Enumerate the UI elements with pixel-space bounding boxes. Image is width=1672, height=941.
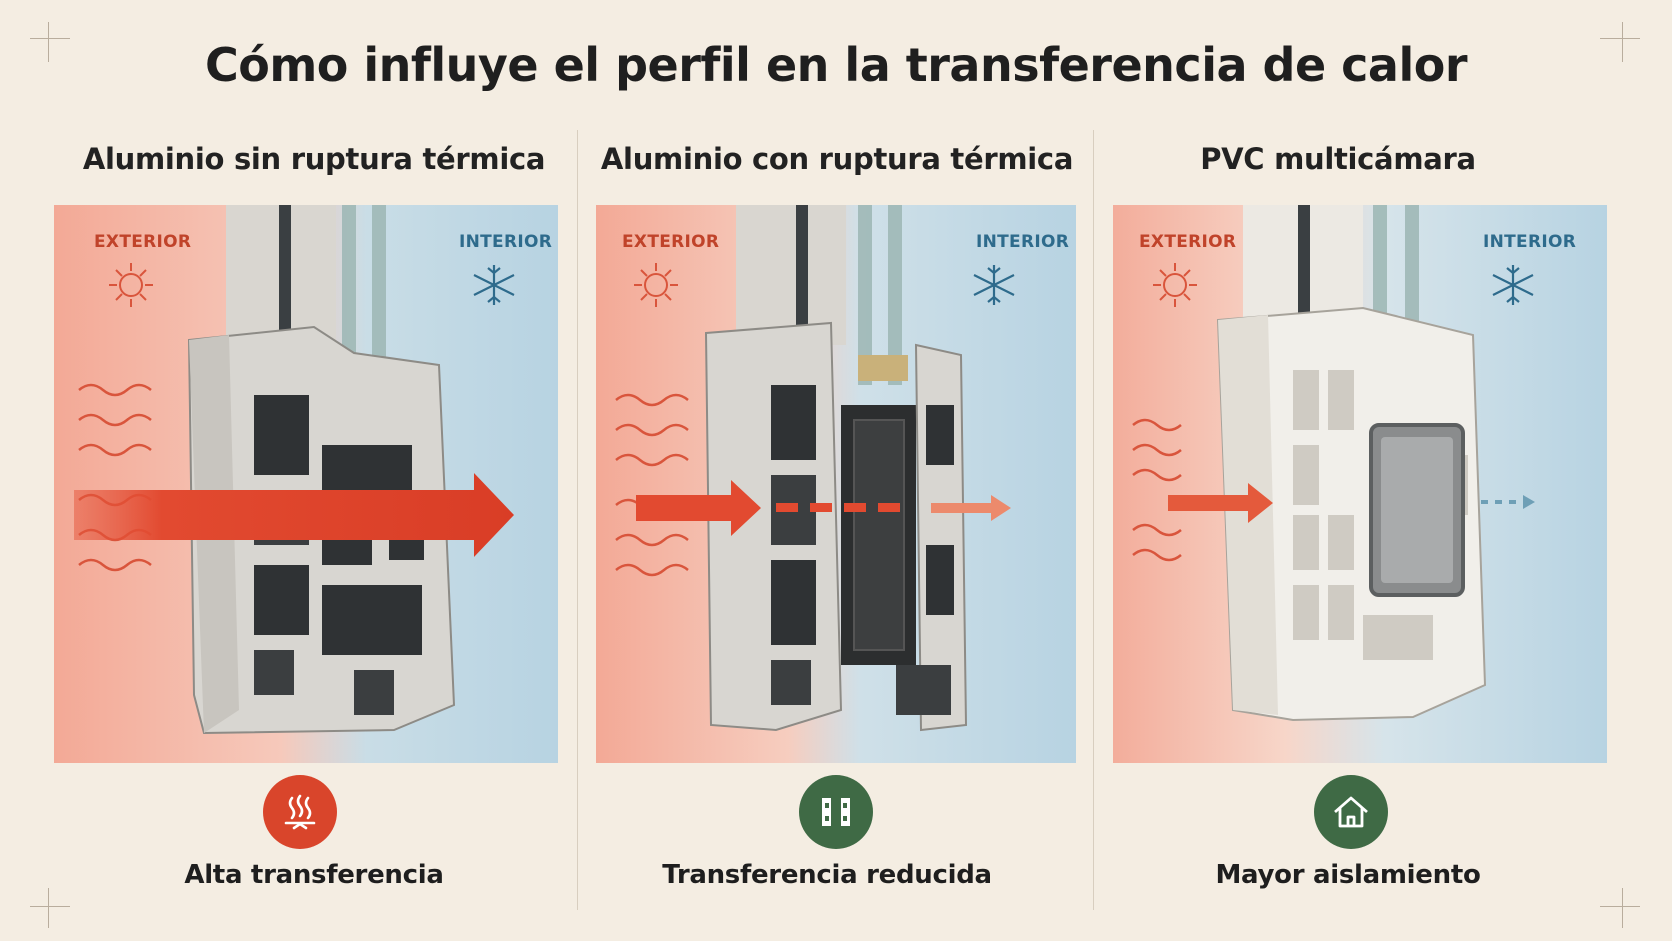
sun-icon <box>1153 263 1197 307</box>
panel-divider <box>577 130 578 910</box>
thermal-break-icon <box>822 798 850 826</box>
crop-mark <box>48 22 49 62</box>
interior-label: INTERIOR <box>976 232 1070 252</box>
profile-illustration <box>54 205 558 763</box>
house-badge <box>1314 775 1388 849</box>
exterior-label: EXTERIOR <box>94 232 192 252</box>
snowflake-icon <box>973 265 1015 305</box>
snowflake-icon <box>473 265 515 305</box>
panel-aluminio-con-ruptura: Aluminio con ruptura térmica <box>577 130 1097 910</box>
crop-mark <box>1600 906 1640 907</box>
heat-transfer-badge <box>263 775 337 849</box>
panel-caption: Transferencia reducida <box>662 860 992 890</box>
panel-heading: Aluminio sin ruptura térmica <box>82 142 546 176</box>
crop-mark <box>1622 888 1623 928</box>
profile-scene: EXTERIOR INTERIOR <box>54 205 558 763</box>
interior-label: INTERIOR <box>459 232 553 252</box>
panel-heading: PVC multicámara <box>1200 142 1476 176</box>
heat-transfer-icon <box>284 794 316 830</box>
panel-pvc-multicamara: PVC multicámara <box>1093 130 1623 910</box>
page-title: Cómo influye el perfil en la transferenc… <box>204 38 1468 92</box>
profile-scene: EXTERIOR INTERIOR <box>596 205 1076 763</box>
panel-caption: Mayor aislamiento <box>1215 860 1481 890</box>
exterior-label: EXTERIOR <box>1139 232 1237 252</box>
panel-aluminio-sin-ruptura: Aluminio sin ruptura térmica <box>54 130 574 910</box>
crop-mark <box>30 906 70 907</box>
exterior-label: EXTERIOR <box>622 232 720 252</box>
crop-mark <box>1622 22 1623 62</box>
panel-divider <box>1093 130 1094 910</box>
sun-icon <box>634 263 678 307</box>
sun-icon <box>109 263 153 307</box>
house-icon <box>1334 796 1368 828</box>
profile-illustration <box>1113 205 1607 763</box>
interior-label: INTERIOR <box>1483 232 1577 252</box>
crop-mark <box>1600 38 1640 39</box>
profile-illustration <box>596 205 1076 763</box>
crop-mark <box>30 38 70 39</box>
panel-heading: Aluminio con ruptura térmica <box>600 142 1074 176</box>
panel-caption: Alta transferencia <box>184 860 444 890</box>
profile-scene: EXTERIOR INTERIOR <box>1113 205 1607 763</box>
crop-mark <box>48 888 49 928</box>
snowflake-icon <box>1492 265 1534 305</box>
thermal-break-badge <box>799 775 873 849</box>
